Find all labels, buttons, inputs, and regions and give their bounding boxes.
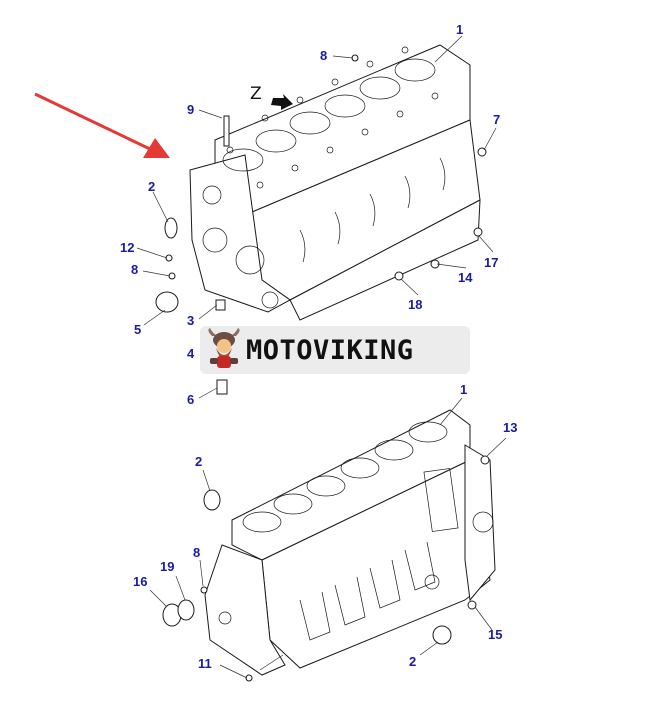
bottom-leaders	[149, 397, 507, 679]
callout-label: 15	[488, 627, 502, 642]
watermark-banner: MOTOVIKING	[200, 326, 470, 374]
callout-label: 19	[160, 559, 174, 574]
callout-label: 6	[187, 392, 194, 407]
red-arrow-icon	[34, 92, 170, 158]
callout-label: 2	[409, 654, 416, 669]
top-leaders	[136, 35, 497, 399]
callout-label: 16	[133, 574, 147, 589]
callout-label: 2	[148, 179, 155, 194]
callout-label: 8	[193, 545, 200, 560]
callout-label: 17	[484, 255, 498, 270]
callout-label: 5	[134, 322, 141, 337]
callout-label: 2	[195, 454, 202, 469]
callout-label: 7	[493, 112, 500, 127]
callout-label: 12	[120, 240, 134, 255]
callout-label: 18	[408, 297, 422, 312]
callout-label: 3	[187, 313, 194, 328]
bottom-cylinder-block	[204, 409, 496, 676]
callout-label: 4	[187, 346, 195, 361]
callout-label: 1	[460, 382, 467, 397]
callout-label: 1	[456, 22, 463, 37]
callout-label: 9	[187, 102, 194, 117]
callout-label: 14	[458, 270, 473, 285]
view-arrow-icon	[271, 94, 293, 110]
callout-label: 11	[198, 656, 212, 671]
top-loose-parts	[155, 54, 487, 395]
view-letter: Z	[250, 84, 262, 104]
top-callouts: 1 8 9 7 2 12 8 5 3 4 6 17 14 18	[120, 22, 500, 407]
callout-label: 13	[503, 420, 517, 435]
bottom-callouts: 1 13 2 8 19 16 11 15 2	[133, 382, 517, 671]
bottom-loose-parts	[162, 455, 490, 682]
callout-label: 8	[320, 48, 327, 63]
callout-label: 8	[131, 262, 138, 277]
top-cylinder-block	[189, 44, 481, 321]
viking-mascot-icon	[208, 328, 240, 368]
watermark-text: MOTOVIKING	[246, 334, 414, 366]
